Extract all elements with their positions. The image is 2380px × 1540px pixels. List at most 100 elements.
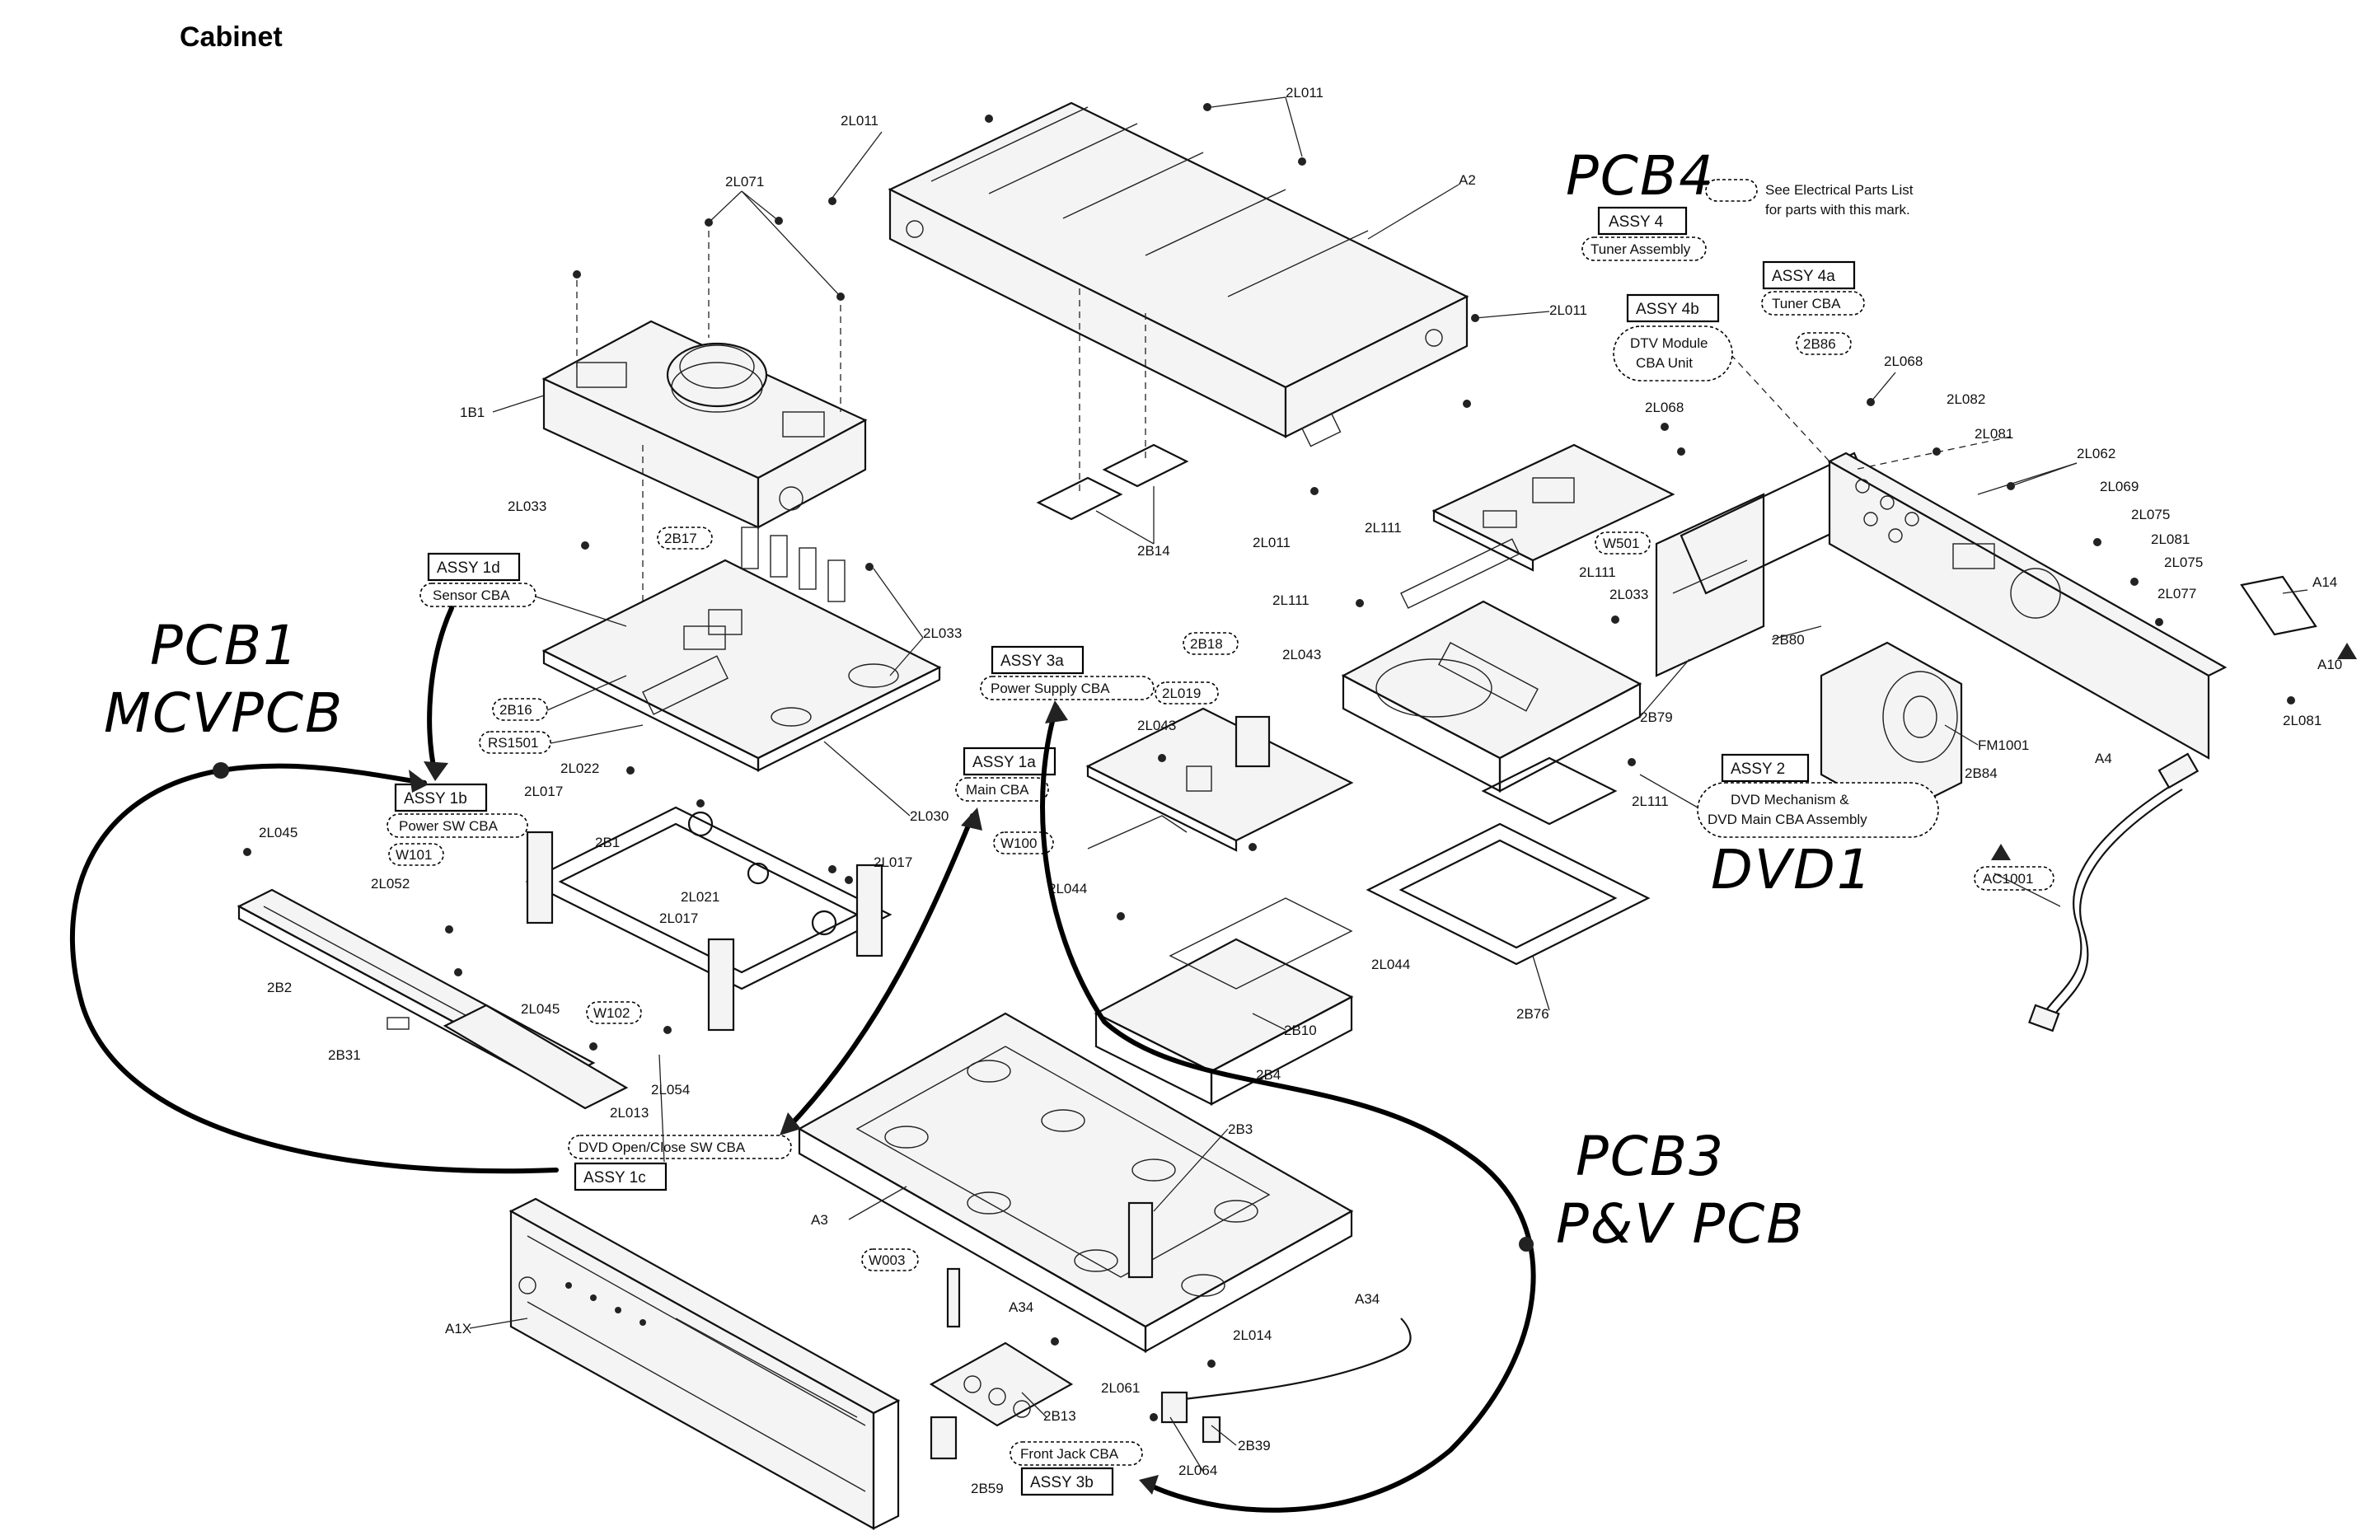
vcr-mechanism-1b1 <box>541 231 868 626</box>
label-2l071: 2L071 <box>725 174 764 190</box>
sensor-cba-oval <box>419 583 536 607</box>
label-2l081: 2L081 <box>2283 713 2321 728</box>
chassis-frame-2b1 <box>525 806 892 1032</box>
label-2l054: 2L054 <box>651 1082 690 1098</box>
top-cover-a2 <box>888 101 1469 447</box>
oval-2l019 <box>1155 681 1219 704</box>
tuner-assembly-oval <box>1581 236 1707 261</box>
oval-ac1001 <box>1974 866 2054 891</box>
label-2l019: 2L019 <box>1162 686 1201 701</box>
oval-w100 <box>993 831 1054 854</box>
oval-2b18 <box>1183 632 1239 655</box>
oval-2b16 <box>492 698 548 721</box>
label-w102: W102 <box>593 1005 630 1021</box>
label-2l062: 2L062 <box>2077 446 2115 461</box>
label-2b86: 2B86 <box>1803 336 1836 352</box>
assy-3b-label: ASSY 3b <box>1030 1474 1094 1491</box>
assy-1d-box <box>427 552 521 582</box>
front-jack-cba-oval <box>1010 1441 1143 1466</box>
label-a10: A10 <box>2317 657 2342 672</box>
label-2l077: 2L077 <box>2157 586 2196 601</box>
tuner-cba-label: Tuner CBA <box>1772 296 1841 311</box>
label-2l033: 2L033 <box>923 625 962 641</box>
label-2l081: 2L081 <box>2151 531 2190 547</box>
assy-1b-box <box>394 783 488 812</box>
assy-2-label: ASSY 2 <box>1731 761 1785 778</box>
legend: See Electrical Parts List for parts with… <box>1705 179 1914 218</box>
label-2l022: 2L022 <box>560 761 599 776</box>
label-2l111: 2L111 <box>1632 793 1669 809</box>
rear-panel-a4 <box>1730 353 2228 760</box>
dvd-mechanism-label-1: DVD Mechanism & <box>1731 792 1849 807</box>
power-supply-cba-label: Power Supply CBA <box>991 681 1110 696</box>
fan-fm1001 <box>1820 641 1963 817</box>
handwritten-arrows <box>69 606 1536 1513</box>
warning-triangle-icon <box>1991 844 2011 860</box>
assy-4a-box <box>1762 260 1856 290</box>
handwritten-mcvpcb: MCVPCB <box>104 681 344 745</box>
label-w501: W501 <box>1603 536 1639 551</box>
front-jack-cba <box>929 1267 1074 1460</box>
label-2l011: 2L011 <box>1549 302 1587 318</box>
label-2l061: 2L061 <box>1101 1380 1140 1396</box>
label-a34: A34 <box>1009 1299 1033 1315</box>
main-cba-board <box>541 527 942 772</box>
label-a1x: A1X <box>445 1321 471 1336</box>
label-2b2: 2B2 <box>267 980 292 995</box>
handwritten-p-v-pcb: P&V PCB <box>1556 1192 1806 1256</box>
label-2b84: 2B84 <box>1965 765 1998 781</box>
handwritten-pcb4: PCB4 <box>1566 144 1715 208</box>
assy-1d-label: ASSY 1d <box>437 559 500 577</box>
dtv-module-label-2: CBA Unit <box>1636 355 1693 371</box>
tuner-cba-oval <box>1761 291 1865 316</box>
power-supply-cba <box>1085 707 1354 852</box>
handwritten-notes: PCB1 MCVPCB PCB3 P&V PCB PCB4 DVD1 <box>104 144 1873 1256</box>
main-cba-label: Main CBA <box>966 782 1029 798</box>
dvd-tray-2b76 <box>1366 756 1651 966</box>
assy-2-box <box>1721 753 1810 783</box>
oval-2b17 <box>657 527 713 550</box>
assy-1c-label: ASSY 1c <box>583 1169 646 1187</box>
main-cba-oval <box>955 777 1049 802</box>
assy-1a-box <box>963 747 1056 776</box>
power-sw-cba-oval <box>387 813 528 838</box>
label-2b1: 2B1 <box>595 835 620 850</box>
label-fm1001: FM1001 <box>1978 737 2029 753</box>
label-2l017: 2L017 <box>874 854 912 870</box>
side-rail-2b2 <box>237 888 629 1110</box>
dvd-open-close-sw-cba-label: DVD Open/Close SW CBA <box>579 1140 746 1155</box>
ac-power-cord <box>2028 752 2200 1032</box>
label-2l068: 2L068 <box>1645 400 1684 415</box>
dvd-open-close-sw-cba-oval <box>568 1135 792 1159</box>
dtv-module-oval <box>1613 325 1733 381</box>
label-2l044: 2L044 <box>1371 957 1410 972</box>
label-1b1: 1B1 <box>460 405 485 420</box>
power-sw-cba-label: Power SW CBA <box>399 818 499 834</box>
dtv-module <box>1431 443 1675 572</box>
label-w003: W003 <box>869 1252 905 1268</box>
oval-w003 <box>861 1248 919 1271</box>
legend-note-line1: See Electrical Parts List <box>1765 182 1914 198</box>
power-supply-cba-oval <box>980 676 1155 700</box>
label-2b31: 2B31 <box>328 1047 361 1063</box>
label-a2: A2 <box>1459 172 1476 188</box>
leader-lines <box>469 96 2308 1472</box>
assy-1c-box <box>574 1162 668 1191</box>
label-a34: A34 <box>1355 1291 1380 1307</box>
label-2b4: 2B4 <box>1256 1067 1281 1083</box>
label-2l111: 2L111 <box>1365 520 1402 536</box>
assy-3b-box <box>1020 1467 1114 1496</box>
label-2l043: 2L043 <box>1137 718 1176 733</box>
label-a3: A3 <box>811 1212 828 1228</box>
label-w100: W100 <box>1000 836 1037 851</box>
legend-oval-mark <box>1705 179 1758 202</box>
assy-4-label: ASSY 4 <box>1609 213 1664 231</box>
shield-2b10 <box>1094 897 1354 1106</box>
label-2l021: 2L021 <box>681 889 719 905</box>
label-2l033: 2L033 <box>1609 587 1648 602</box>
label-2l033: 2L033 <box>508 499 546 514</box>
handwritten-dvd1: DVD1 <box>1711 838 1873 901</box>
label-plate-a14 <box>2240 575 2317 636</box>
label-rs1501: RS1501 <box>488 735 538 751</box>
